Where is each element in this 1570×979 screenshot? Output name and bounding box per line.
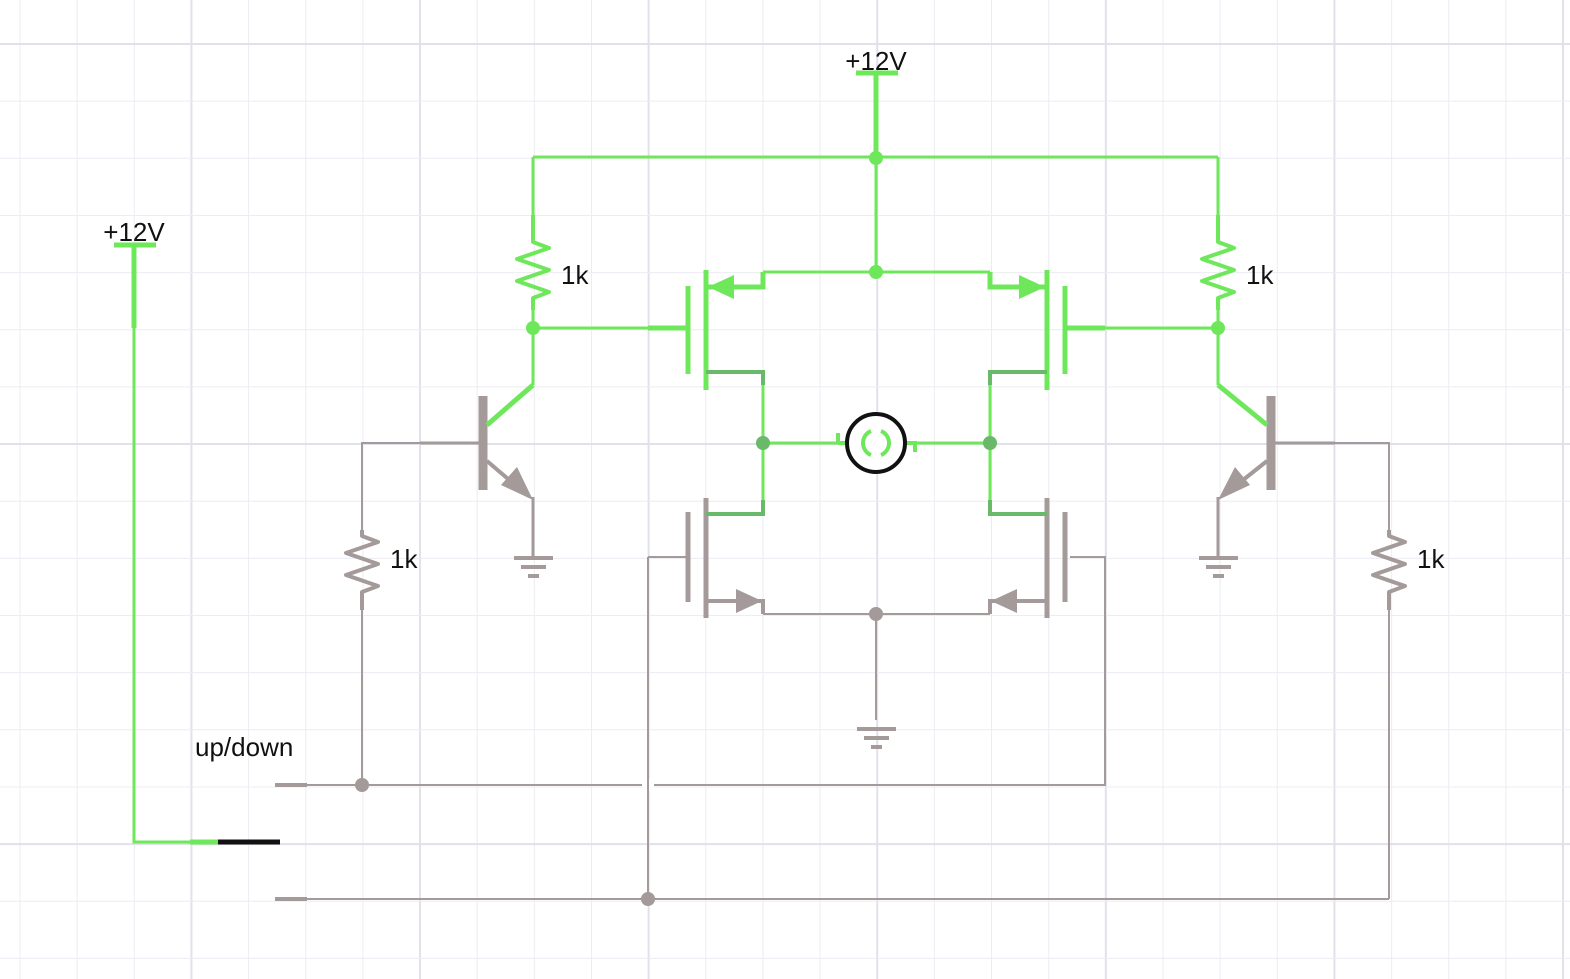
ground-center	[857, 727, 896, 749]
ground-icon	[514, 556, 1238, 749]
junction-nmos-source	[869, 607, 883, 621]
pmos-transistor-right	[987, 270, 1105, 390]
motor-icon	[836, 412, 917, 474]
resistor-bottom-left	[344, 530, 380, 610]
junctions	[355, 151, 1225, 906]
motor-arc-left	[861, 429, 872, 457]
nmos-left-drain	[706, 500, 765, 516]
nmos-right-source	[988, 599, 1047, 614]
spdt-switch-icon[interactable]	[190, 783, 307, 901]
npn-right-arrow	[1218, 467, 1250, 500]
nmos-right-arrow	[991, 589, 1017, 613]
pmos-left-drain	[706, 370, 765, 385]
ground-left	[514, 556, 553, 578]
junction-down-line	[641, 892, 655, 906]
nmos-left-source	[706, 599, 765, 614]
resistor-bottom-right-label: 1k	[1417, 544, 1445, 574]
wire-left-node-motor	[761, 385, 838, 445]
powered-wires	[132, 72, 1220, 844]
resistor-top-right	[1200, 215, 1236, 310]
motor-arc-right	[880, 429, 891, 457]
nmos-transistor-right	[988, 498, 1068, 618]
unpowered-wires	[305, 442, 1390, 900]
npn-transistor-right	[1216, 383, 1335, 556]
npn-right-collector	[1216, 383, 1269, 427]
supply-top: +12V	[845, 46, 907, 76]
wire-right-node-motor	[915, 385, 992, 445]
supply-left: +12V	[103, 217, 165, 328]
pmos-transistor-left	[648, 270, 766, 390]
npn-left-collector	[485, 383, 535, 427]
switch-label: up/down	[195, 732, 293, 762]
resistor-icon	[344, 215, 1407, 610]
wire-left-base	[361, 442, 420, 530]
wire-up-line	[305, 556, 1106, 786]
nmos-right-drain	[988, 500, 1047, 516]
junction-left-motor	[756, 436, 770, 450]
junction-pmos-source	[869, 265, 883, 279]
nmos-transistor-left	[685, 498, 765, 618]
resistor-bottom-left-label: 1k	[390, 544, 418, 574]
supply-top-label: +12V	[845, 46, 907, 76]
junction-rail	[869, 151, 883, 165]
supply-left-label: +12V	[103, 217, 165, 247]
ground-right	[1199, 556, 1238, 578]
junction-right-collector	[1211, 321, 1225, 335]
nmos-left-arrow	[736, 589, 762, 613]
npn-left-arrow	[501, 467, 533, 500]
wire-right-base	[1335, 442, 1390, 530]
resistor-bottom-right	[1371, 530, 1407, 610]
pmos-left-arrow	[708, 275, 734, 299]
resistor-top-left-label: 1k	[561, 260, 589, 290]
junction-left-collector	[526, 321, 540, 335]
pmos-right-drain	[988, 370, 1047, 385]
npn-transistor-left	[420, 383, 535, 556]
pmos-right-arrow	[1019, 275, 1045, 299]
resistor-top-left	[515, 215, 551, 310]
junction-up-line	[355, 778, 369, 792]
resistor-top-right-label: 1k	[1246, 260, 1274, 290]
motor-body	[845, 412, 907, 474]
junction-right-motor	[983, 436, 997, 450]
